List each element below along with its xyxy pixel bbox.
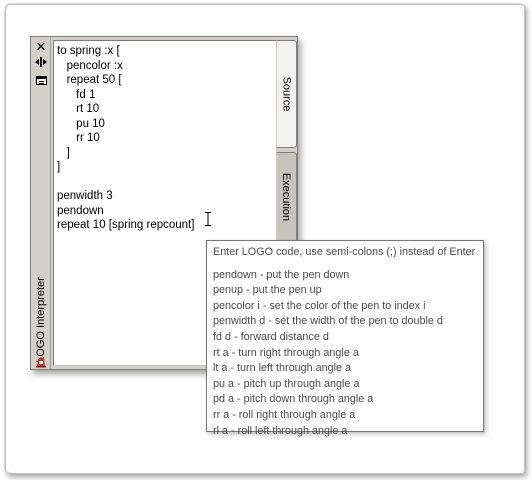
code-editor[interactable]: to spring :x [ pencolor :x repeat 50 [ f… [53,40,277,366]
code-line: fd 1 [57,88,96,101]
tooltip-command: fd d - forward distance d [213,330,329,343]
palette-title: LOGO Interpreter [32,277,50,363]
tab-source-label: Source [280,76,293,112]
code-line: pendown [57,204,104,217]
palette-title-text: LOGO Interpreter [35,277,47,363]
tooltip-header: Enter LOGO code, use semi-colons (;) ins… [213,246,476,258]
tooltip-command: rl a - roll left through angle a [213,424,348,437]
code-line: repeat 10 [spring repcount] [57,219,195,231]
palette-tabs: Source Execution [277,40,297,366]
code-line: repeat 50 [ [57,74,122,86]
tooltip-spacer [213,261,483,268]
code-line [57,175,276,190]
code-line: ] [57,146,70,159]
tooltip-command: lt a - turn left through angle a [213,362,352,375]
tooltip-command: pu a - pitch up through angle a [213,377,360,390]
tab-execution[interactable]: Execution [277,152,297,242]
tooltip-command: pencolor i - set the color of the pen to… [213,299,426,312]
tooltip-command: rt a - turn right through angle a [213,346,359,359]
code-line: rr 10 [57,132,100,144]
tooltip-command: penwidth d - set the width of the pen to… [213,315,443,328]
tab-source[interactable]: Source [277,40,297,148]
code-line: pencolor :x [57,59,123,72]
code-line: pu 10 [57,117,105,130]
text-cursor-icon [204,212,212,226]
close-icon[interactable]: ✕ [35,38,47,54]
logo-turtle-icon [35,355,47,368]
menu-icon[interactable] [34,73,48,87]
properties-icon[interactable] [34,55,48,69]
help-tooltip: Enter LOGO code, use semi-colons (;) ins… [206,240,484,437]
palette-title-bar[interactable]: ✕ LOGO Interpreter [31,37,51,369]
tooltip-command: rr a - roll right through angle a [213,408,356,421]
tooltip-command: penup - put the pen up [213,284,322,297]
code-line: rt 10 [57,103,100,115]
tab-execution-label: Execution [280,172,293,222]
tooltip-command: pendown - put the pen down [213,268,350,281]
code-line: ] [57,161,61,173]
code-line: penwidth 3 [57,190,113,202]
properties-icon-glyph [35,57,47,67]
tooltip-command: pd a - pitch down through angle a [213,393,374,406]
code-line: to spring :x [ [57,45,120,57]
